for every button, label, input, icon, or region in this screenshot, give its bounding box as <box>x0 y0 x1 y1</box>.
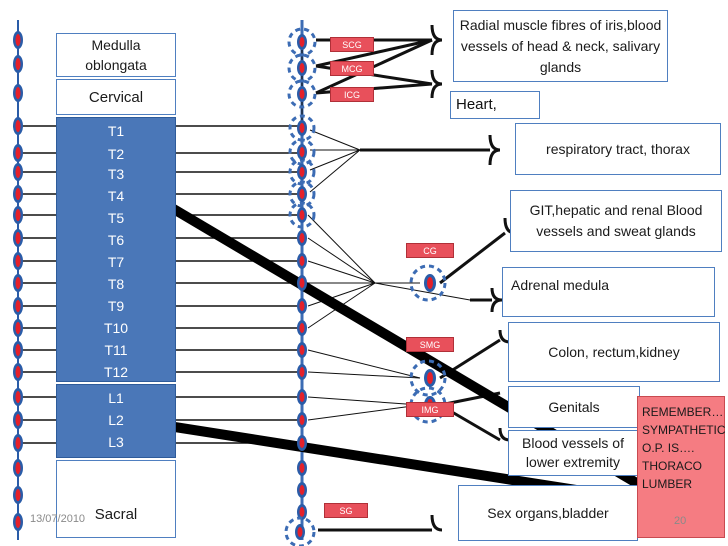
target-respiratory-text: respiratory tract, thorax <box>546 140 690 157</box>
slide-date: 13/07/2010 <box>30 513 86 525</box>
ganglion-tag-img: IMG <box>406 402 454 417</box>
segment-l2: L2 <box>108 412 124 428</box>
segment-t11: T11 <box>104 342 128 358</box>
cervical-box: Cervical <box>56 79 176 115</box>
target-sex-organs-text: Sex organs,bladder <box>487 504 609 521</box>
segment-t8: T8 <box>107 276 125 292</box>
target-adrenal: Adrenal medula <box>502 267 715 317</box>
target-adrenal-text: Adrenal medula <box>511 277 610 293</box>
reminder-note: REMEMBER… SYMPATHETIC O.P. IS…. THORACO … <box>637 396 726 538</box>
thoracic-segments: T1 T2 T3 T4 T5 T6 T7 T8 T9 T10 T11 T12 <box>56 117 176 382</box>
cervical-label: Cervical <box>88 88 144 106</box>
segment-t12: T12 <box>103 364 129 380</box>
lumbar-segments: L1 L2 L3 <box>56 384 176 458</box>
segment-t4: T4 <box>107 188 125 204</box>
target-colon-text: Colon, rectum,kidney <box>548 343 680 360</box>
segment-t9: T9 <box>107 298 125 314</box>
target-iris-text: Radial muscle fibres of iris,blood vesse… <box>459 16 662 75</box>
target-lower-limb-text: Blood vessels of lower extremity <box>522 435 624 470</box>
ganglion-tag-smg: SMG <box>406 337 454 352</box>
medulla-box: Medulla oblongata <box>56 33 176 77</box>
sacral-label: Sacral <box>94 506 138 523</box>
ganglion-tag-icg: ICG <box>330 87 374 102</box>
left-chain-nodes <box>13 31 23 531</box>
segment-t7: T7 <box>107 254 125 270</box>
segment-t10: T10 <box>103 320 129 336</box>
sacral-box: Sacral <box>56 460 176 538</box>
segment-l3: L3 <box>108 434 124 450</box>
target-colon: Colon, rectum,kidney <box>508 322 720 382</box>
medulla-label: Medulla oblongata <box>85 37 147 73</box>
ganglion-tag-scg: SCG <box>330 37 374 52</box>
sacral-postganglionic <box>318 514 443 532</box>
target-git-text: GIT,hepatic and renal Blood vessels and … <box>529 202 703 239</box>
respiratory-fiber <box>360 134 501 166</box>
ganglion-tag-cg: CG <box>406 243 454 258</box>
target-respiratory: respiratory tract, thorax <box>515 123 721 175</box>
target-sex-organs: Sex organs,bladder <box>458 485 638 541</box>
segment-t5: T5 <box>107 210 125 226</box>
cervical-postganglionic <box>315 24 443 99</box>
segment-t3: T3 <box>107 166 125 182</box>
ganglion-tag-sg: SG <box>324 503 368 518</box>
segment-l1: L1 <box>108 390 124 406</box>
target-genitals: Genitals <box>508 386 640 428</box>
target-heart-text: Heart, <box>456 96 497 113</box>
target-lower-limb: Blood vessels of lower extremity <box>508 430 638 476</box>
thoracic-to-chest <box>309 129 361 193</box>
chain-ganglia-nodes <box>297 207 307 520</box>
reminder-text: REMEMBER… SYMPATHETIC O.P. IS…. THORACO … <box>642 405 726 491</box>
segment-t6: T6 <box>107 232 125 248</box>
segment-t1: T1 <box>107 123 125 139</box>
target-git: GIT,hepatic and renal Blood vessels and … <box>510 190 722 252</box>
splanchnic-fibers <box>307 214 471 421</box>
celiac-postganglionic <box>439 217 516 313</box>
ganglion-tag-mcg: MCG <box>330 61 374 76</box>
target-heart: Heart, <box>450 91 540 119</box>
target-genitals-text: Genitals <box>548 398 600 415</box>
target-iris-head-neck: Radial muscle fibres of iris,blood vesse… <box>453 10 668 82</box>
segment-t2: T2 <box>107 146 125 162</box>
slide-number: 20 <box>674 515 687 527</box>
